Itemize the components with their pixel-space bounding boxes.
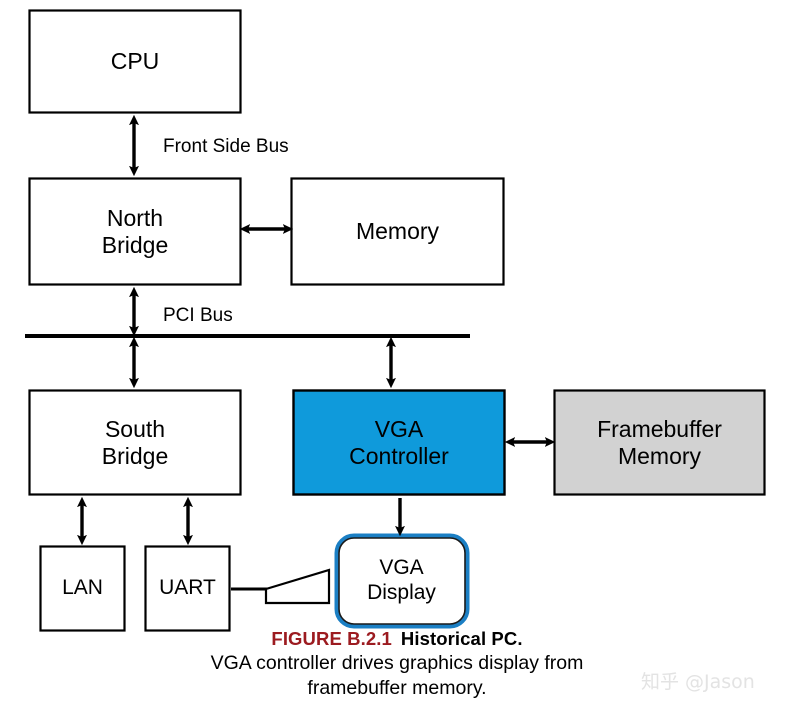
box-memory <box>290 177 505 286</box>
box-uart <box>144 545 231 632</box>
figure-number: FIGURE B.2.1 <box>271 628 392 649</box>
box-vga-controller <box>292 389 506 496</box>
caption-line-3: framebuffer memory. <box>307 677 487 699</box>
box-lan <box>39 545 126 632</box>
label-front-side-bus: Front Side Bus <box>163 136 289 157</box>
box-north-bridge <box>28 177 242 286</box>
uart-wedge-icon <box>264 568 331 605</box>
caption-title-line: FIGURE B.2.1 Historical PC. <box>0 628 794 650</box>
box-cpu <box>28 9 242 114</box>
caption-line-2: VGA controller drives graphics display f… <box>210 652 584 674</box>
box-south-bridge <box>28 389 242 496</box>
figure-caption: FIGURE B.2.1 Historical PC. VGA controlle… <box>0 628 794 700</box>
box-vga-display <box>338 537 466 625</box>
watermark: 知乎 @Jason <box>641 671 755 693</box>
label-pci-bus: PCI Bus <box>163 305 233 326</box>
box-framebuffer-memory <box>553 389 766 496</box>
figure-title: Historical PC. <box>400 628 523 649</box>
